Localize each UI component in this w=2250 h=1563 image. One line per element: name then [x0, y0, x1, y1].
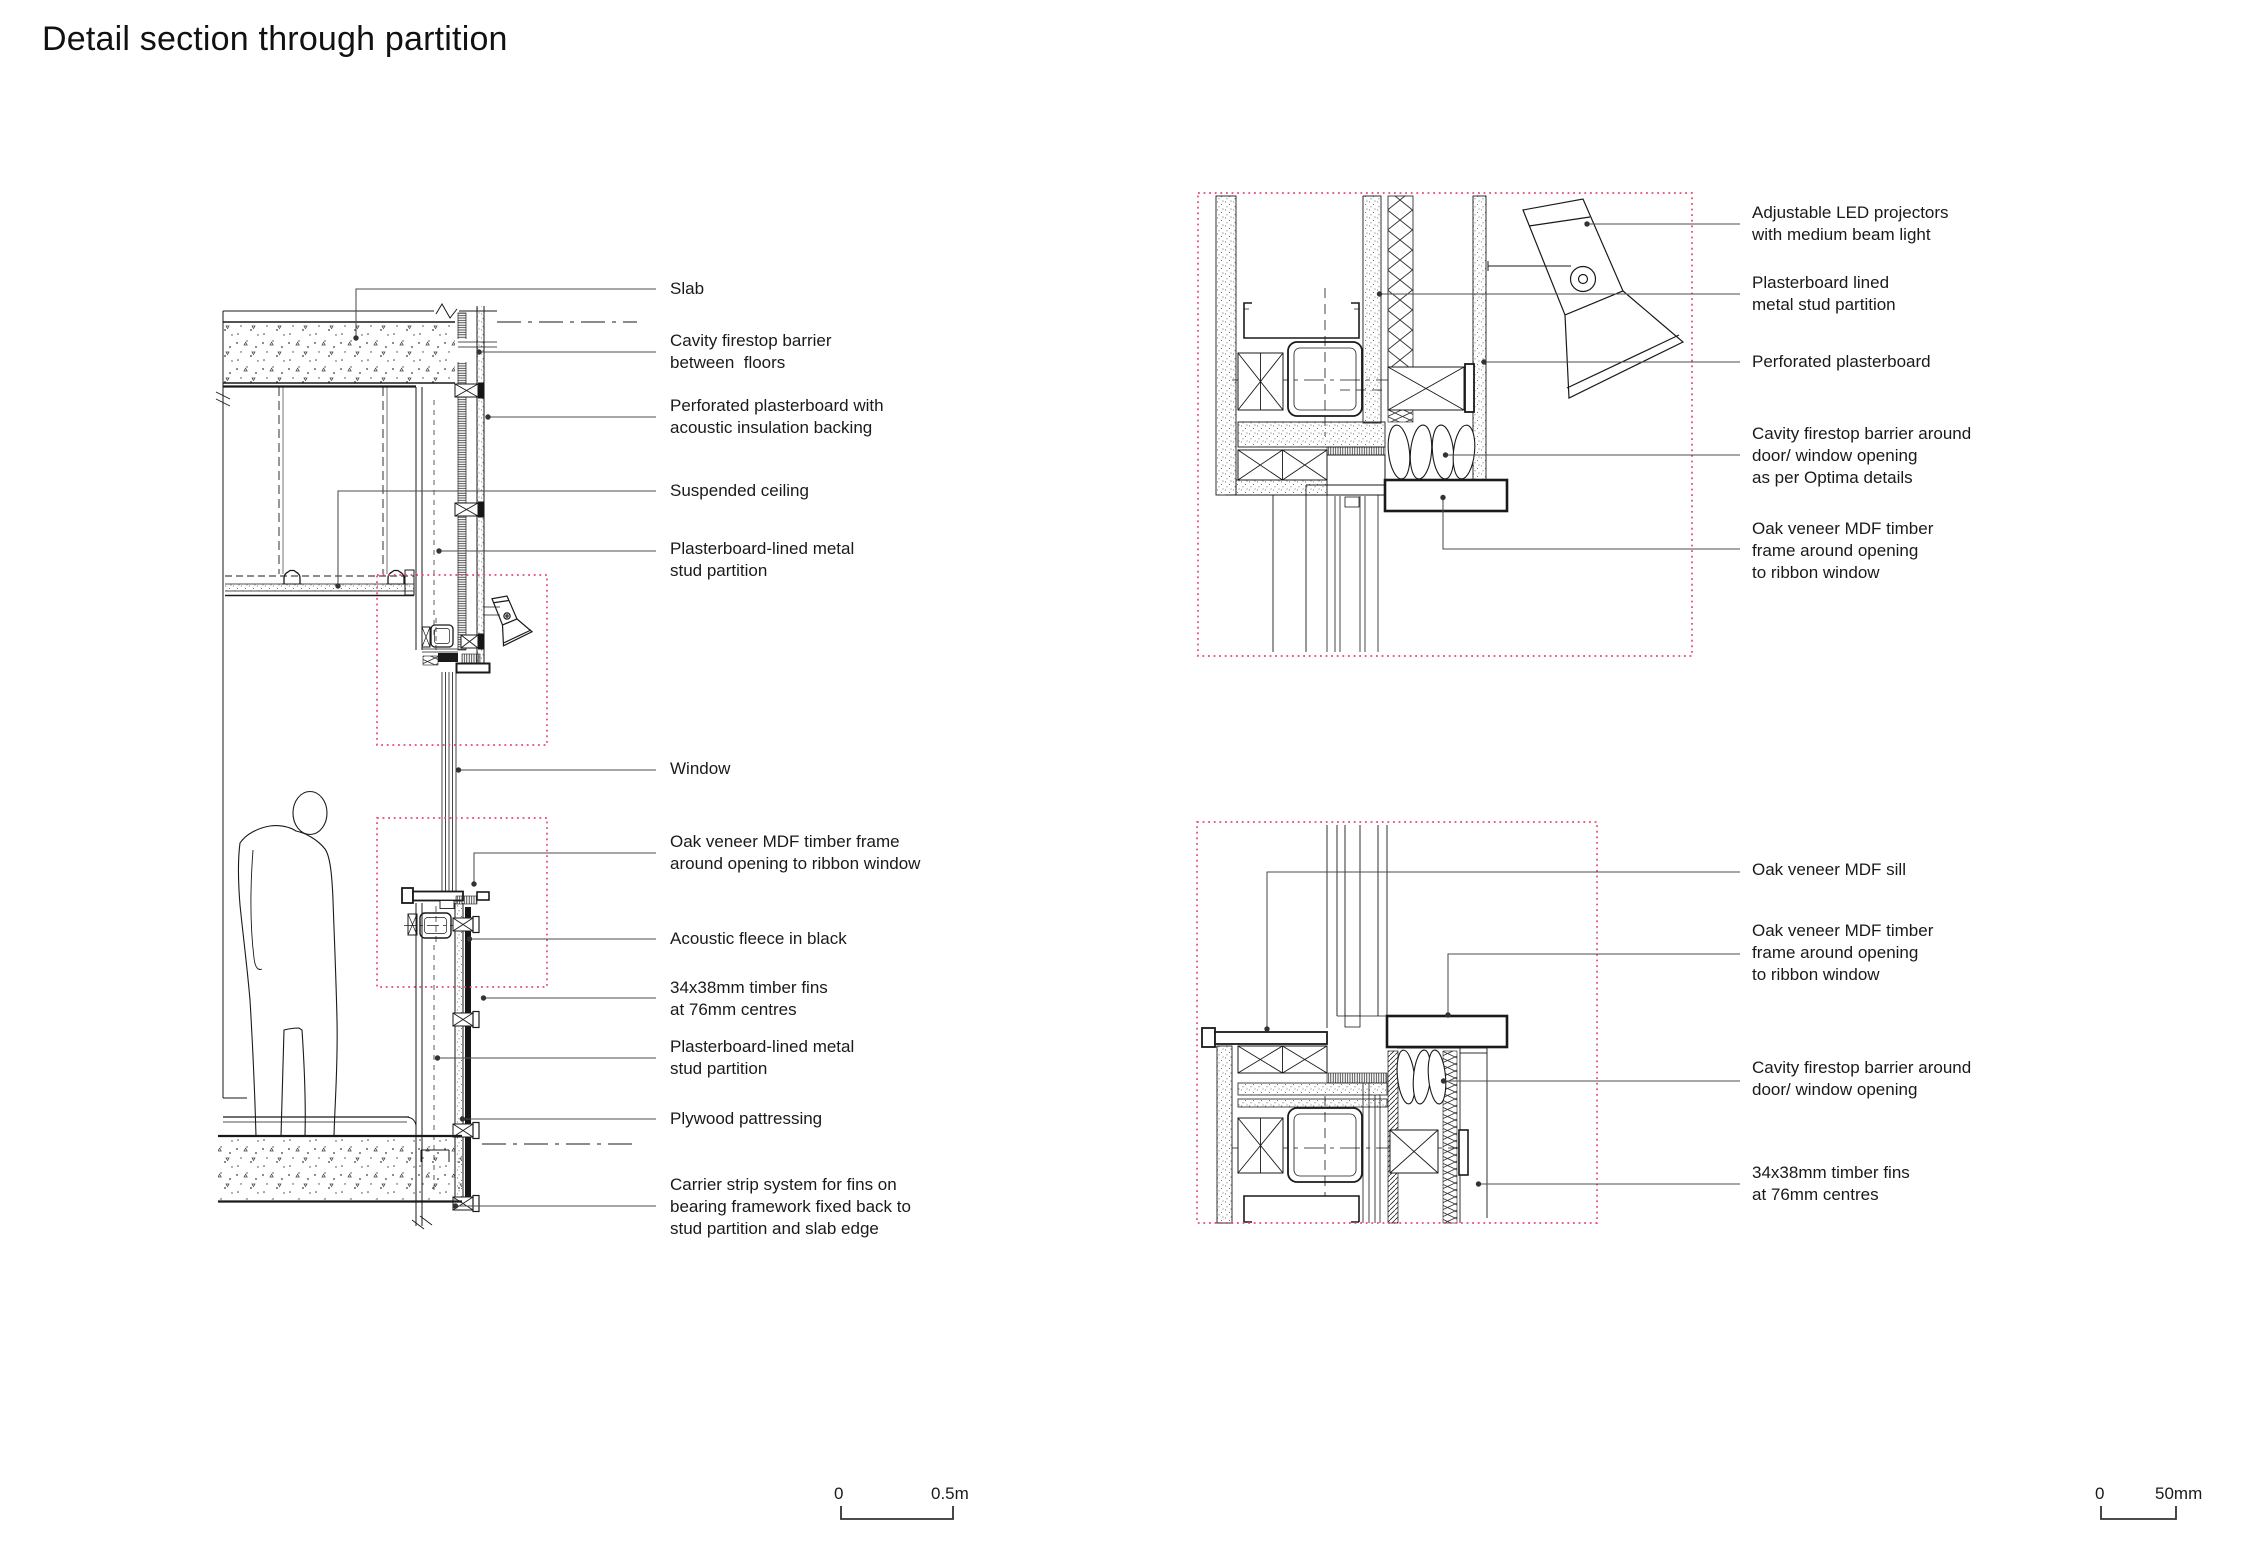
scale-detail-max: 50mm [2155, 1484, 2203, 1503]
label-timber-fins-left: 34x38mm timber fins at 76mm centres [670, 978, 828, 1019]
label-led-projectors: Adjustable LED projectors with medium be… [1752, 203, 1949, 244]
scale-bar-detail [2100, 1506, 2177, 1520]
person-figure [237, 790, 338, 1137]
page-title: Detail section through partition [42, 20, 508, 58]
blocking-x [454, 382, 485, 650]
led-projector-icon [1522, 198, 1684, 399]
scale-section-max: 0.5m [931, 1484, 969, 1503]
label-oak-sill: Oak veneer MDF sill [1752, 860, 1906, 879]
led-projector-icon-small [491, 595, 533, 646]
sill-detail-drawing [1201, 825, 1509, 1224]
label-stud-partition-lower: Plasterboard-lined metal stud partition [670, 1037, 855, 1078]
blocking-x-lower [452, 915, 480, 1213]
oak-sill-cap [1201, 1027, 1216, 1048]
label-cavity-firestop-head: Cavity firestop barrier around door/ win… [1752, 424, 1972, 487]
label-cavity-firestop-sill: Cavity firestop barrier around door/ win… [1752, 1058, 1972, 1099]
scale-detail-zero: 0 [2095, 1484, 2105, 1503]
label-stud-partition-upper: Plasterboard-lined metal stud partition [670, 539, 855, 580]
label-oak-frame-left: Oak veneer MDF timber frame around openi… [670, 832, 921, 873]
firestop-loops-sill [1396, 1049, 1447, 1105]
label-slab: Slab [670, 279, 705, 298]
label-oak-frame-sill: Oak veneer MDF timber frame around openi… [1752, 921, 1934, 984]
ceiling-clip-icon [282, 569, 406, 585]
label-acoustic-fleece: Acoustic fleece in black [670, 929, 847, 948]
firestop-loops [1387, 424, 1476, 480]
head-detail-drawing [1215, 195, 1684, 652]
oak-sill [1214, 1031, 1328, 1045]
label-timber-fins-detail: 34x38mm timber fins at 76mm centres [1752, 1163, 1910, 1204]
acoustic-fleece-strip [465, 907, 471, 1203]
scale-section-zero: 0 [834, 1484, 844, 1503]
label-oak-frame-head: Oak veneer MDF timber frame around openi… [1752, 519, 1934, 582]
label-perforated-plasterboard: Perforated plasterboard with acoustic in… [670, 396, 884, 437]
oak-frame-sill [1385, 1014, 1509, 1049]
leader-lines [337, 223, 1740, 1207]
label-carrier-strip: Carrier strip system for fins on bearing… [670, 1175, 911, 1238]
detail-callout-boxes [376, 192, 1693, 1224]
oak-frame-head [1383, 478, 1509, 513]
scale-bar-section [840, 1506, 954, 1520]
window-glazing [441, 672, 457, 891]
label-perforated-pb-detail: Perforated plasterboard [1752, 352, 1931, 371]
leader-dots [335, 221, 1590, 1209]
label-window: Window [670, 759, 731, 778]
label-plasterboard-lined: Plasterboard lined metal stud partition [1752, 273, 1896, 314]
label-suspended-ceiling: Suspended ceiling [670, 481, 809, 500]
label-cavity-firestop-floors: Cavity firestop barrier between floors [670, 331, 832, 372]
section-drawing [215, 303, 637, 1230]
label-plywood-pattressing: Plywood pattressing [670, 1109, 823, 1128]
timber-fin [1458, 1129, 1469, 1176]
